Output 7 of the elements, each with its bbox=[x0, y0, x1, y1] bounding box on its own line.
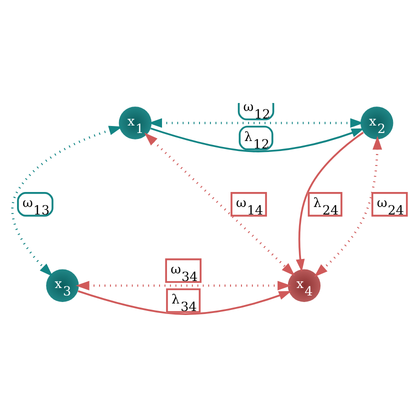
arrow bbox=[76, 280, 292, 290]
arrow bbox=[78, 290, 292, 314]
arrow bbox=[314, 135, 382, 276]
arrow bbox=[296, 131, 364, 272]
arrow bbox=[148, 118, 364, 128]
arrow bbox=[144, 132, 295, 276]
arrow bbox=[11, 125, 123, 276]
